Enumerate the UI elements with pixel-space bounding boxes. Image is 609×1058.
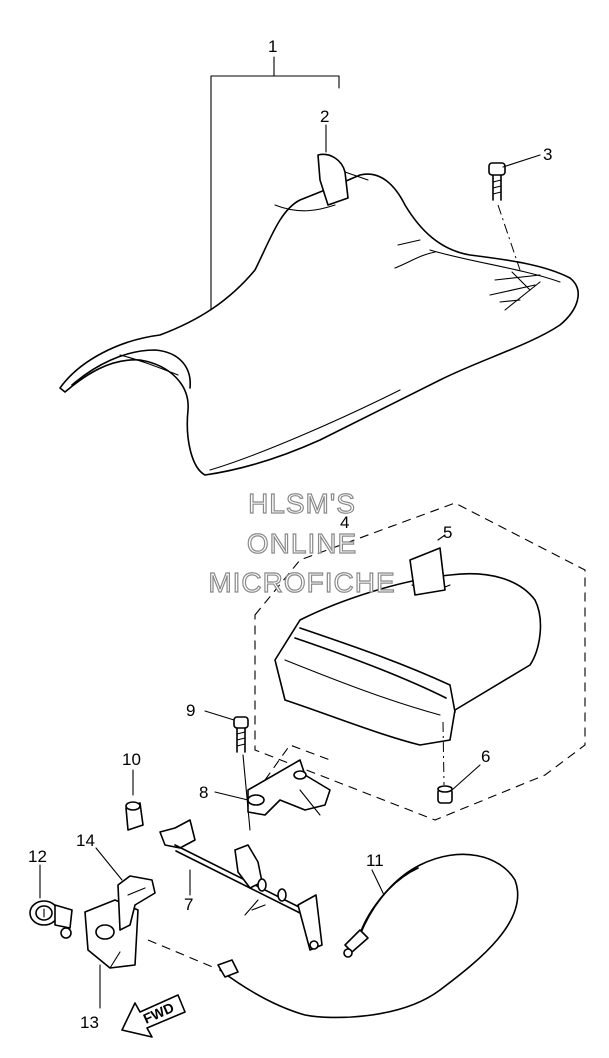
watermark-line-2: ONLINE: [247, 528, 357, 559]
callout-5: 5: [443, 523, 452, 542]
callout-10: 10: [122, 750, 141, 769]
callout-12: 12: [28, 847, 47, 866]
passenger-seat-kit-outline: [254, 502, 586, 821]
seat-lock-assembly-7[interactable]: [159, 819, 323, 951]
seat-lock-cable-11[interactable]: [217, 853, 519, 1019]
forward-direction-arrow: FWD: [121, 994, 186, 1038]
lock-clip-14[interactable]: [117, 875, 156, 931]
bolt-9[interactable]: [233, 716, 249, 753]
callout-13: 13: [80, 1013, 99, 1032]
callout-8: 8: [199, 783, 208, 802]
damper-6[interactable]: [437, 785, 453, 804]
callout-7: 7: [184, 895, 193, 914]
callout-11: 11: [366, 851, 384, 870]
collar-10[interactable]: [125, 801, 144, 831]
rider-seat[interactable]: [59, 153, 579, 476]
watermark-line-1: HLSM'S: [248, 488, 356, 519]
callout-4: 4: [340, 513, 349, 532]
callout-3: 3: [543, 145, 552, 164]
passenger-seat[interactable]: [274, 547, 542, 746]
watermark: HLSM'S ONLINE MICROFICHE: [208, 487, 396, 598]
callout-9: 9: [186, 701, 195, 720]
key-cylinder-12[interactable]: [29, 900, 73, 939]
seat-lock-bracket-8[interactable]: [247, 759, 331, 816]
callout-1: 1: [268, 37, 277, 56]
callout-6: 6: [481, 747, 490, 766]
callout-14: 14: [76, 831, 95, 850]
bolt-3[interactable]: [488, 162, 506, 201]
watermark-line-3: MICROFICHE: [208, 567, 395, 598]
callout-2: 2: [320, 107, 329, 126]
